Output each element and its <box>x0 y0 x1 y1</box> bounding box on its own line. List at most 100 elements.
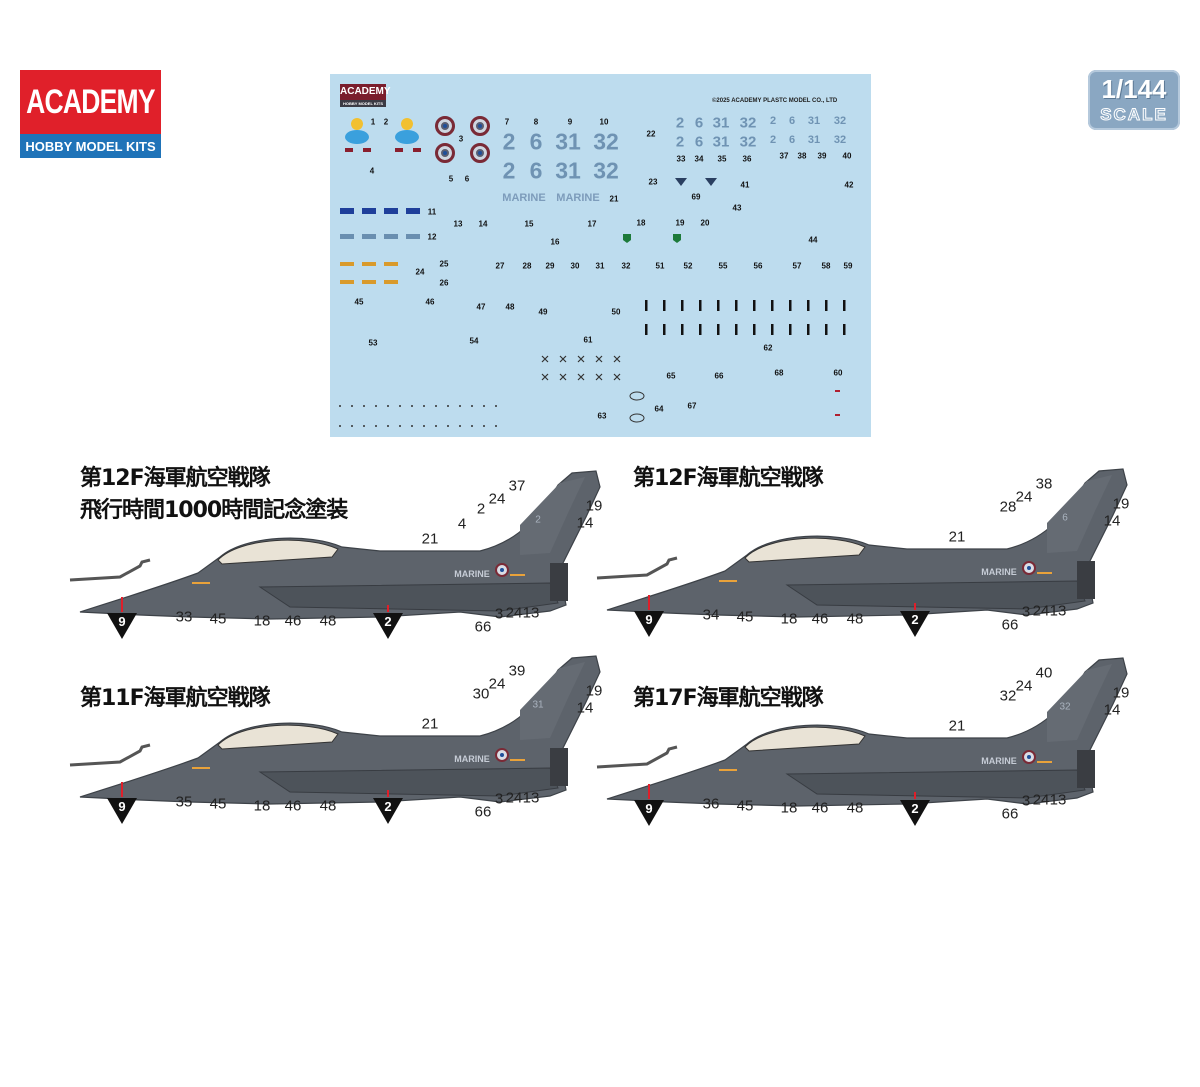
decal-index-number: 44 <box>808 235 818 245</box>
decal-index-number: 49 <box>538 307 548 317</box>
black-tick-decal <box>807 324 810 335</box>
scheme-title: 第12F海軍航空戦隊 <box>633 466 824 491</box>
callout-tail-b: 24 <box>1015 488 1033 506</box>
small-number-decal: 31 <box>807 134 821 146</box>
callout-tail-a: 38 <box>1035 475 1053 493</box>
decal-index-number: 1 <box>370 117 376 127</box>
decal-index-number: 30 <box>570 261 580 271</box>
decal-index-number: 7 <box>504 117 510 127</box>
decal-index-number: 43 <box>732 203 742 213</box>
decal-index-number: 45 <box>354 297 364 307</box>
fuselage-marine-text: MARINE <box>454 569 490 579</box>
callout-3: 3 <box>1021 792 1031 810</box>
decal-index-number: 13 <box>453 219 463 229</box>
black-tick-decal <box>789 324 792 335</box>
fuselage-marine-text: MARINE <box>981 567 1017 577</box>
medium-number-decal: 2 <box>675 114 685 132</box>
triangle-marker-icon <box>900 800 930 826</box>
large-number-decal: 6 <box>529 157 543 184</box>
nose-stencil-marker: 9 <box>634 611 664 637</box>
blue-strip-decal <box>406 208 420 214</box>
callout-13: 13 <box>522 789 540 807</box>
callout-tail-b: 24 <box>488 675 506 693</box>
dot-decal <box>435 425 437 427</box>
decal-index-number: 41 <box>740 180 750 190</box>
decal-index-number: 51 <box>655 261 665 271</box>
decal-index-number: 53 <box>368 338 378 348</box>
dot-decal <box>339 425 341 427</box>
decal-index-number: 31 <box>595 261 605 271</box>
callout-fin-top: 19 <box>1112 684 1130 702</box>
decal-index-number: 55 <box>718 261 728 271</box>
stencil-strip-decal <box>340 234 354 239</box>
large-number-decal: 6 <box>529 128 543 155</box>
mascot-decal-icon <box>345 118 421 152</box>
red-mark-decal <box>835 390 840 392</box>
callout-fin-low: 14 <box>576 699 594 717</box>
callout-24: 24 <box>505 604 523 622</box>
callout-spine: 21 <box>948 528 966 546</box>
callout-13: 13 <box>522 604 540 622</box>
sheet-logo: ACADEMY HOBBY MODEL KITS <box>340 84 391 108</box>
sheet-logo-tagline: HOBBY MODEL KITS <box>340 100 386 107</box>
black-tick-decal <box>843 300 846 311</box>
black-tick-decal <box>717 324 720 335</box>
black-tick-decal <box>753 324 756 335</box>
callout-fin-low: 14 <box>1103 701 1121 719</box>
decal-index-number: 16 <box>550 237 560 247</box>
decal-index-number: 9 <box>567 117 573 127</box>
dot-decal <box>459 425 461 427</box>
triangle-marker-icon <box>634 800 664 826</box>
callout-45: 45 <box>209 610 227 628</box>
callout-45: 45 <box>736 608 754 626</box>
decal-index-number: 34 <box>694 154 704 164</box>
dot-decal <box>411 405 413 407</box>
decal-index-number: 23 <box>648 177 658 187</box>
callout-spine: 21 <box>948 717 966 735</box>
decal-index-number: 19 <box>675 218 685 228</box>
belly-stencil-marker: 2 <box>373 798 403 824</box>
small-number-decal: 2 <box>769 134 777 146</box>
dot-decal <box>435 405 437 407</box>
callout-24: 24 <box>505 789 523 807</box>
decal-index-number: 37 <box>779 151 789 161</box>
large-number-decal: 2 <box>502 157 516 184</box>
dot-decal <box>339 405 341 407</box>
callout-3: 3 <box>494 790 504 808</box>
cross-decal <box>577 373 585 381</box>
dot-decal <box>483 425 485 427</box>
medium-number-decal: 2 <box>675 133 685 151</box>
black-tick-decal <box>681 324 684 335</box>
decal-index-number: 21 <box>609 194 619 204</box>
callout-tail-c: 2 <box>476 500 486 518</box>
orange-strip-decal <box>340 262 354 266</box>
dot-decal <box>495 425 497 427</box>
scheme-title: 第12F海軍航空戦隊 <box>80 466 271 491</box>
decal-index-number: 57 <box>792 261 802 271</box>
callout-18: 18 <box>253 612 271 630</box>
tail-number: 2 <box>535 514 541 526</box>
roundel-decal <box>470 143 490 163</box>
cross-decal <box>541 355 549 363</box>
decal-index-number: 40 <box>842 151 852 161</box>
logo-name: ACADEMY <box>20 70 161 134</box>
blue-strip-decal <box>384 208 398 214</box>
large-number-decal: 32 <box>593 157 619 184</box>
decal-index-number: 32 <box>621 261 631 271</box>
callout-66: 66 <box>1001 805 1019 823</box>
nose-stencil-marker: 9 <box>107 613 137 639</box>
decal-index-number: 22 <box>646 129 656 139</box>
triangle-marker-icon <box>634 611 664 637</box>
orange-strip-decal <box>384 262 398 266</box>
nose-stencil-marker: 9 <box>107 798 137 824</box>
dot-decal <box>495 405 497 407</box>
triangle-marker-icon <box>900 611 930 637</box>
decal-index-number: 10 <box>599 117 609 127</box>
fuselage-marine-text: MARINE <box>981 756 1017 766</box>
decal-index-number: 39 <box>817 151 827 161</box>
decal-index-number: 60 <box>833 368 843 378</box>
callout-46: 46 <box>284 797 302 815</box>
cross-decal <box>541 373 549 381</box>
decal-index-number: 65 <box>666 371 676 381</box>
dot-decal <box>423 405 425 407</box>
